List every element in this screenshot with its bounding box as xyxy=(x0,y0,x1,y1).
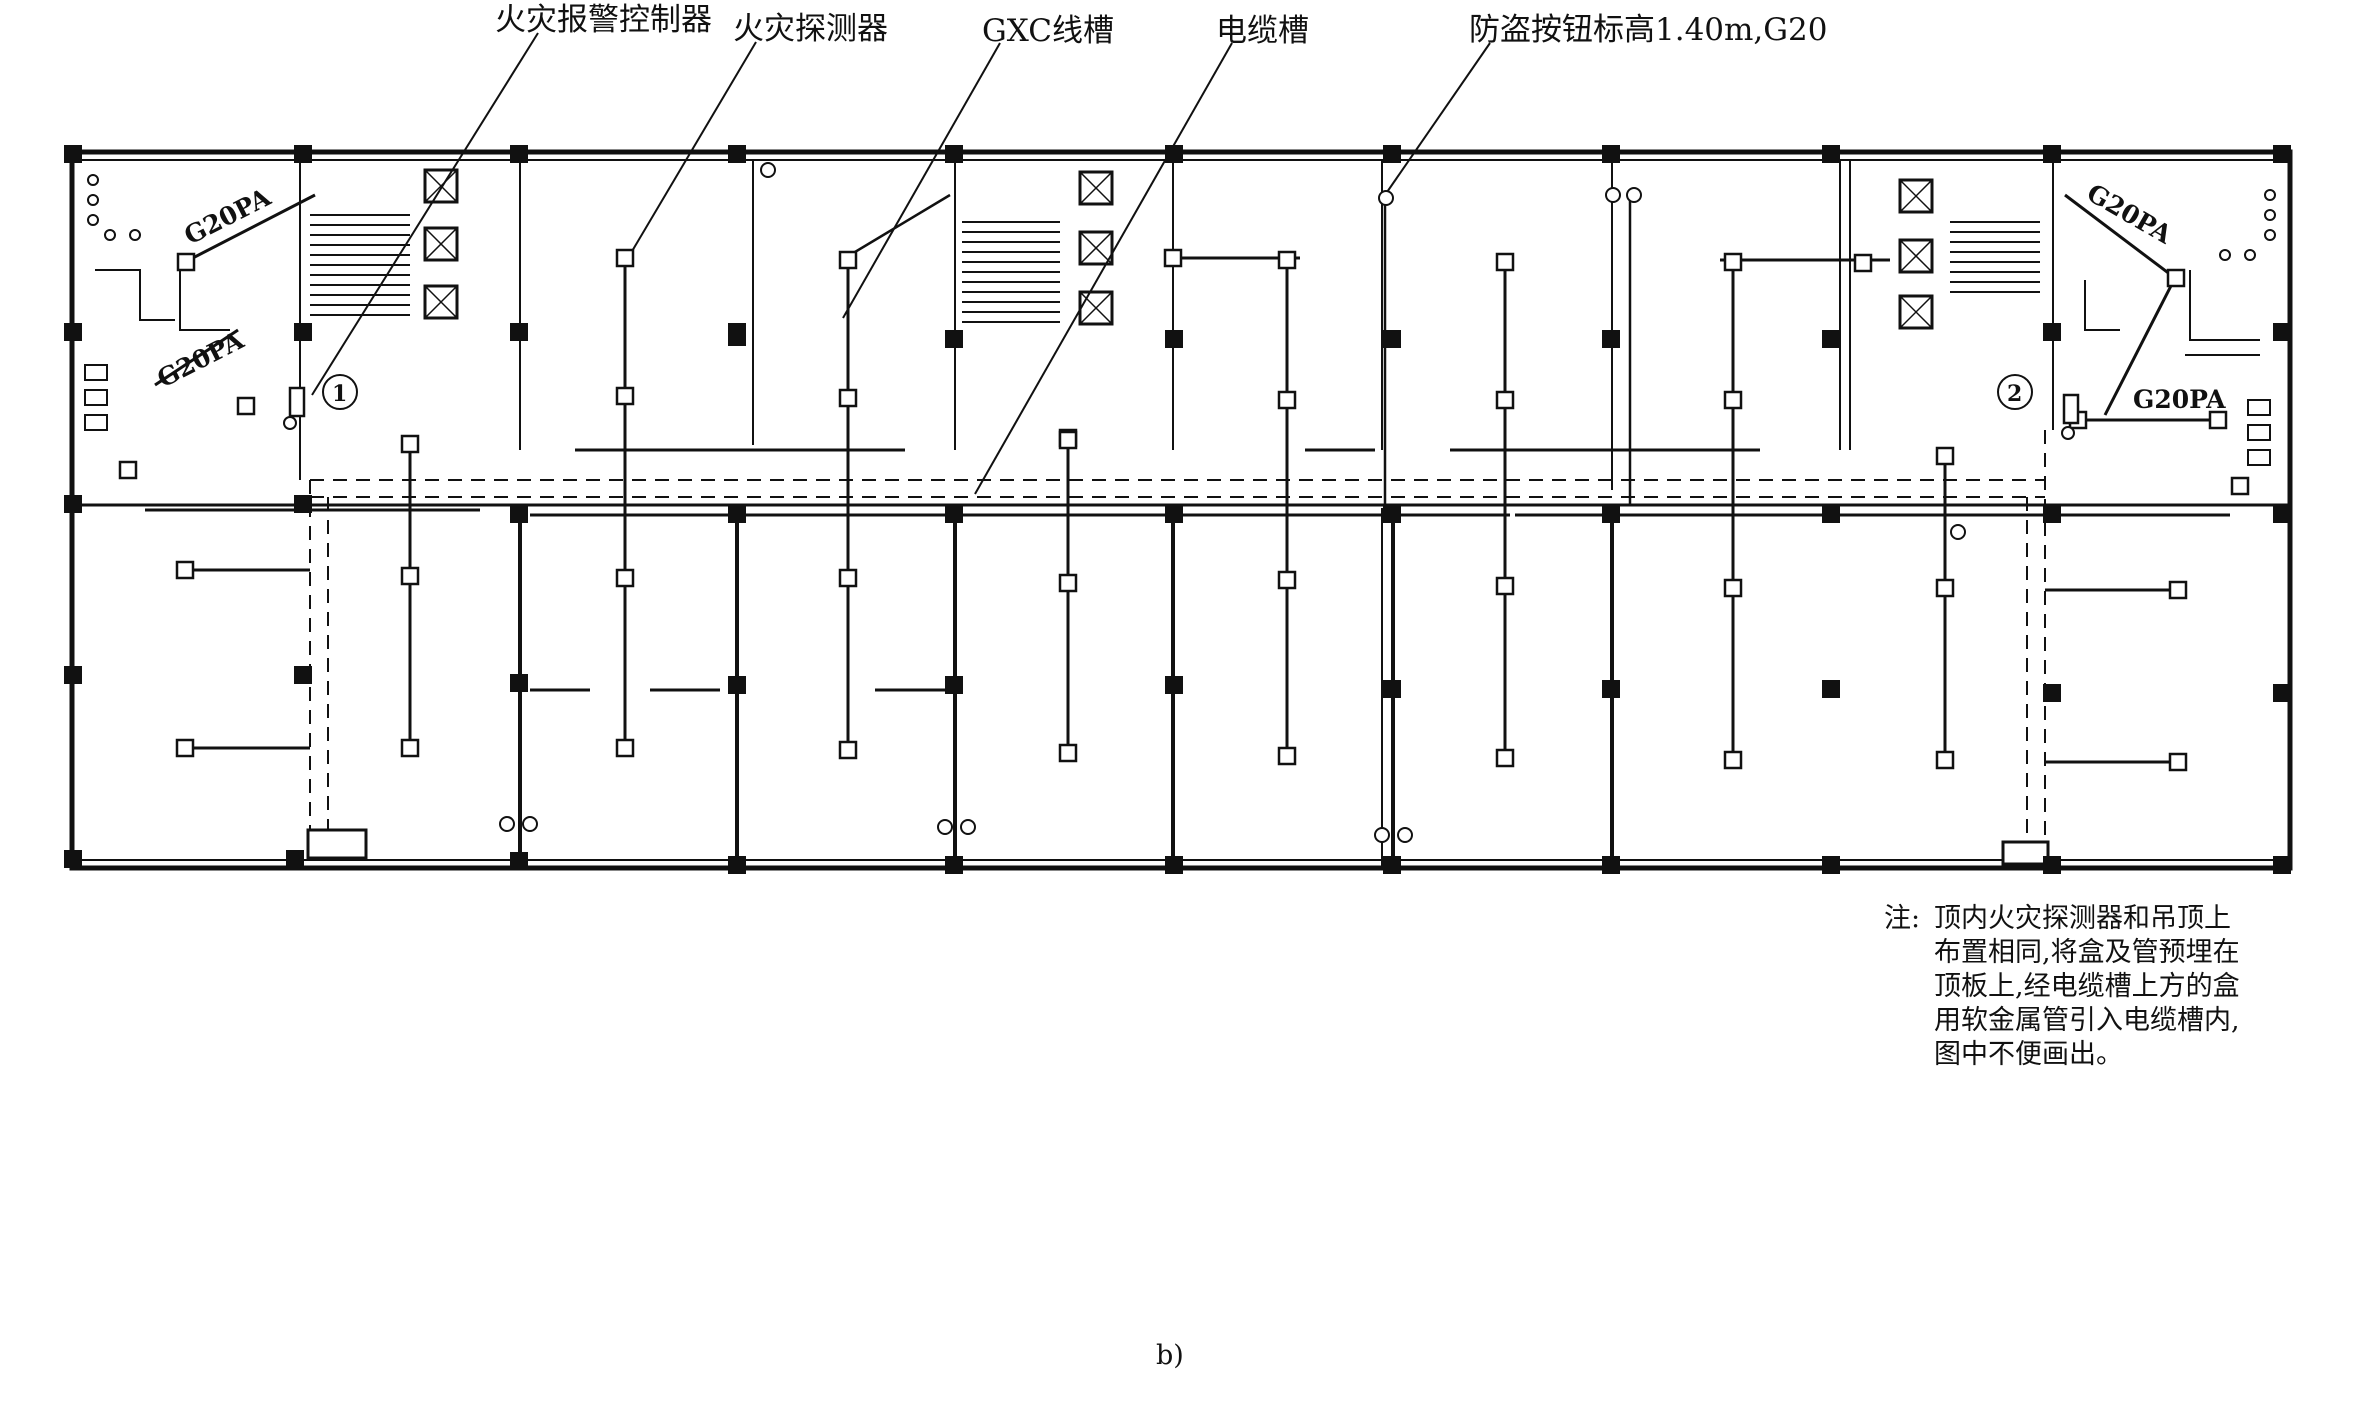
g20pa-tag-mid-right: G20PA xyxy=(2133,385,2226,414)
g20pa-tag-mid-left: G20PA xyxy=(153,325,249,393)
figure-caption: b) xyxy=(1156,1340,1184,1371)
note-line: 图中不便画出。 xyxy=(1934,1039,2123,1070)
note-line: 顶板上,经电缆槽上方的盒 xyxy=(1934,971,2240,1002)
g20pa-tag-top-right: G20PA xyxy=(2082,178,2177,250)
note-prefix: 注: xyxy=(1884,903,1921,934)
callout-gxc-trough: GXC线槽 xyxy=(982,13,1115,49)
axis-marker-1: 1 xyxy=(332,381,347,407)
axis-marker-2: 2 xyxy=(2007,381,2022,407)
callout-fire-detector: 火灾探测器 xyxy=(733,11,888,47)
callout-fire-alarm-controller: 火灾报警控制器 xyxy=(495,2,712,38)
callout-anti-theft-button: 防盗按钮标高1.40m,G20 xyxy=(1469,12,1828,48)
note-line: 布置相同,将盒及管预埋在 xyxy=(1934,937,2240,968)
note-line: 顶内火灾探测器和吊顶上 xyxy=(1934,903,2231,934)
note-line: 用软金属管引入电缆槽内, xyxy=(1934,1005,2240,1036)
callout-cable-trough: 电缆槽 xyxy=(1216,13,1309,49)
note-body: 顶内火灾探测器和吊顶上 布置相同,将盒及管预埋在 顶板上,经电缆槽上方的盒 用软… xyxy=(1934,902,2240,1072)
